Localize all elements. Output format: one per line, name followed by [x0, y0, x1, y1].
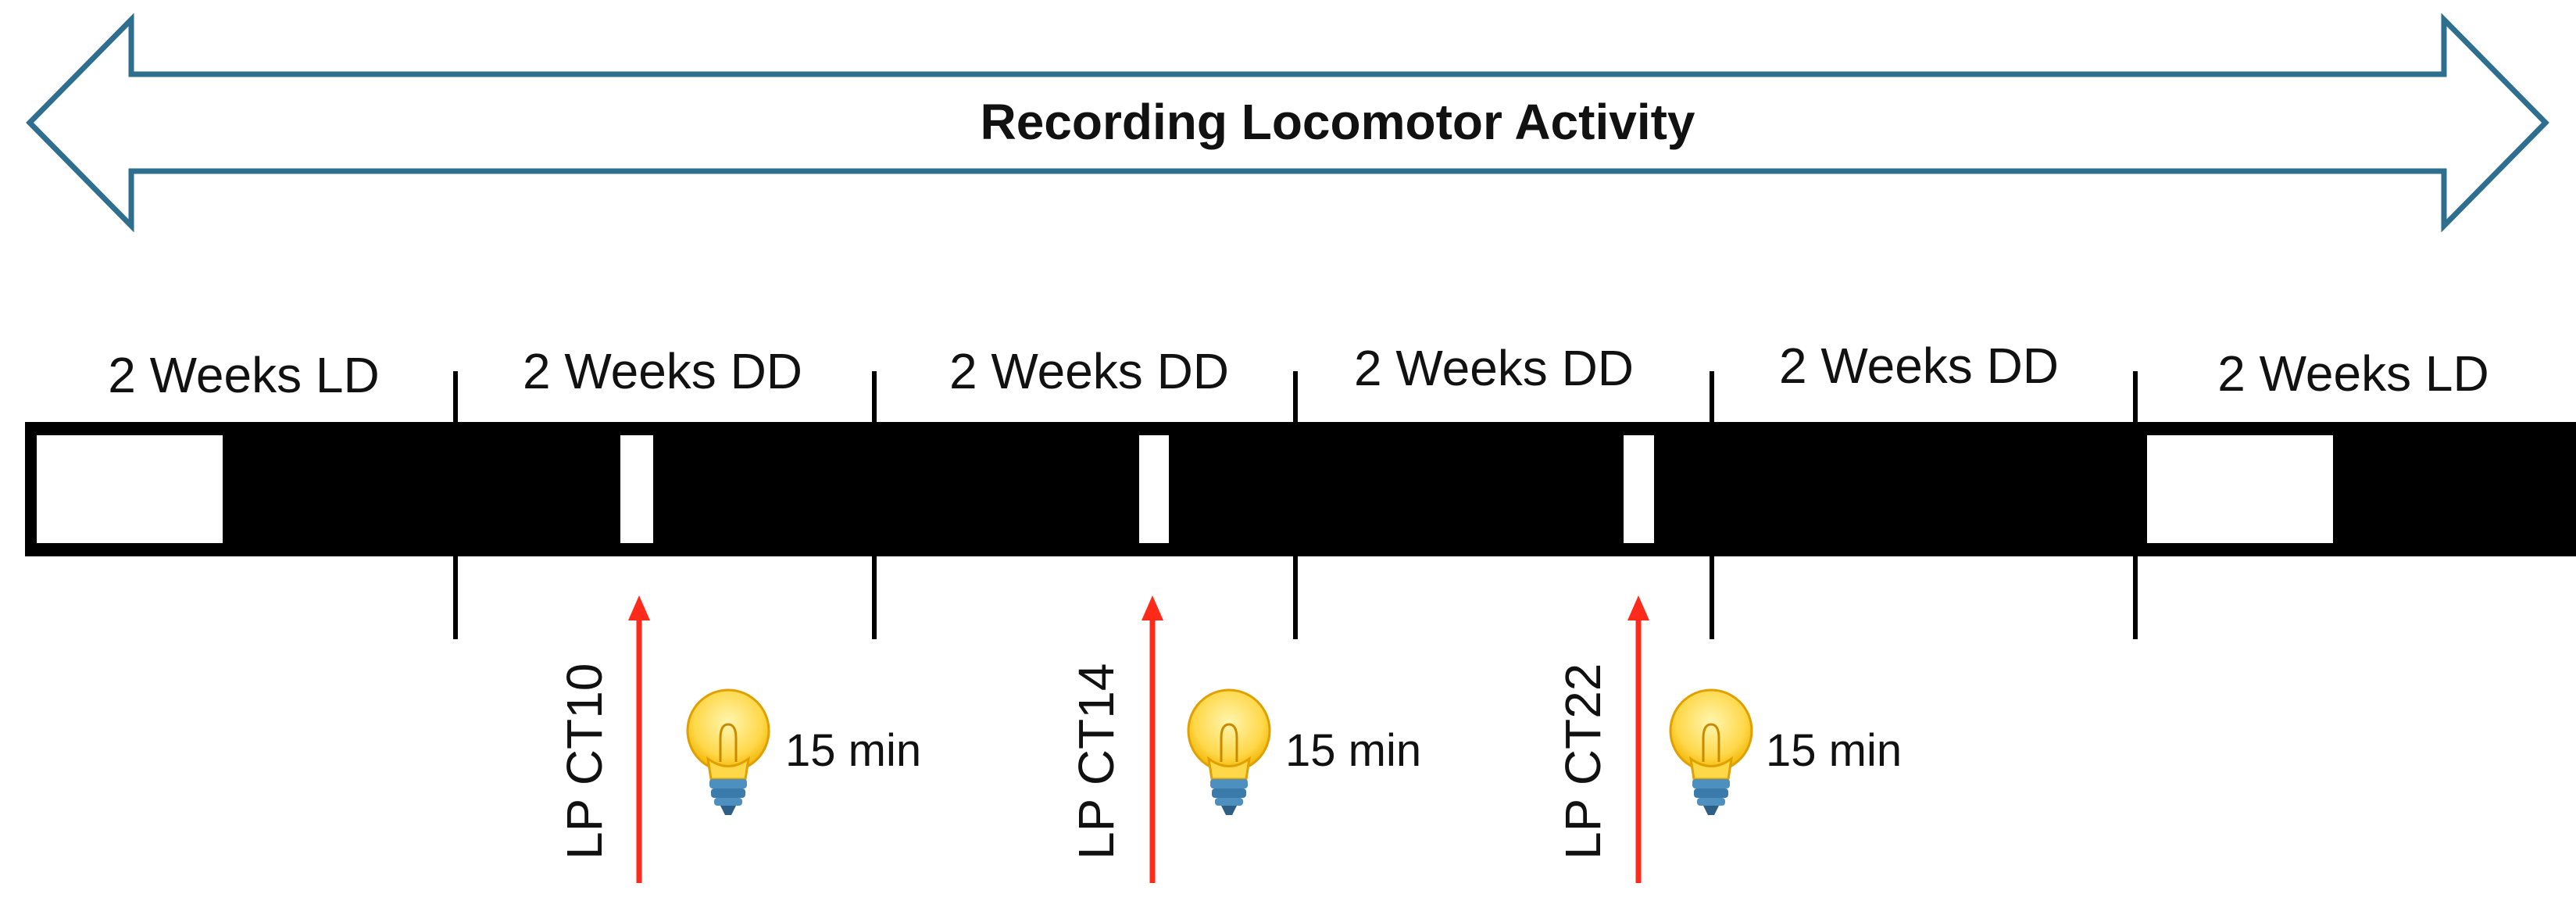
phase-label: 2 Weeks LD [108, 347, 379, 403]
phase-label: 2 Weeks DD [1354, 340, 1634, 396]
phase-label: 2 Weeks LD [2217, 345, 2488, 402]
phase-label: 2 Weeks DD [949, 343, 1229, 399]
phase-labels: 2 Weeks LD 2 Weeks DD 2 Weeks DD 2 Weeks… [108, 338, 2488, 403]
recording-title: Recording Locomotor Activity [980, 94, 1695, 150]
pulse-label: LP CT10 [556, 663, 613, 860]
pulse-light-block [1139, 435, 1169, 543]
pulse-arrow-head [1627, 595, 1649, 620]
ld-light-block [37, 435, 223, 543]
phase-label: 2 Weeks DD [523, 343, 802, 399]
duration-label: 15 min [785, 725, 921, 776]
ld-light-block [2147, 435, 2333, 543]
light-blocks [37, 435, 2333, 543]
duration-label: 15 min [1766, 725, 1902, 776]
light-pulse-1: LP CT10 15 min [556, 595, 921, 883]
light-bulb-icon [1669, 688, 1753, 815]
double-headed-arrow-shape [26, 13, 2549, 233]
light-pulse-3: LP CT22 15 min [1555, 595, 1902, 883]
recording-arrow: Recording Locomotor Activity [26, 13, 2549, 233]
phase-label: 2 Weeks DD [1779, 338, 2059, 394]
pulse-light-block [1624, 435, 1654, 543]
pulse-arrow-head [1142, 595, 1163, 620]
light-pulse-2: LP CT14 15 min [1068, 595, 1421, 883]
pulse-arrow-head [628, 595, 650, 620]
duration-label: 15 min [1285, 725, 1421, 776]
pulse-light-block [620, 435, 653, 543]
pulse-label: LP CT14 [1068, 663, 1124, 860]
pulse-label: LP CT22 [1555, 663, 1611, 860]
light-bulb-icon [1187, 688, 1271, 815]
light-bulb-icon [686, 688, 770, 815]
